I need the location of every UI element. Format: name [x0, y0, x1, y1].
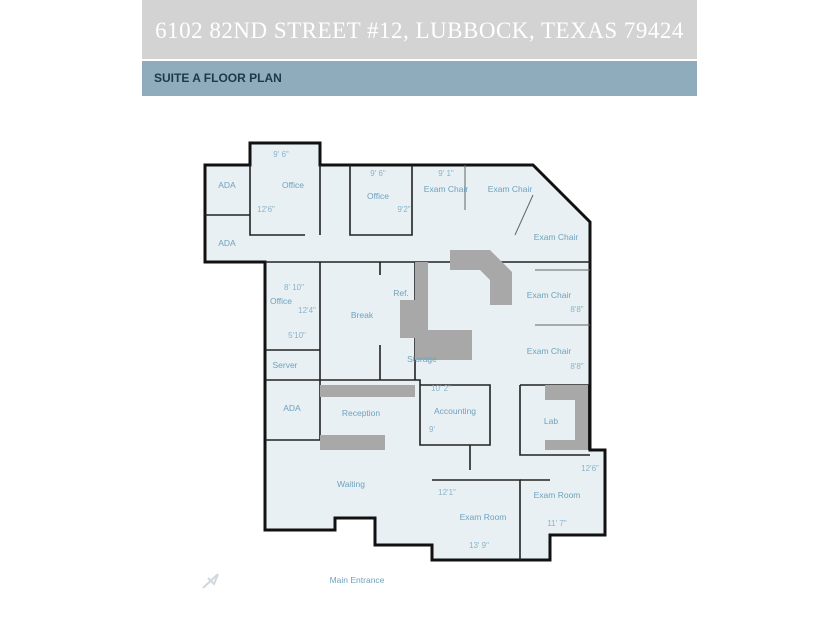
room-label: Waiting: [337, 479, 365, 489]
dimension-label: 9': [429, 425, 435, 434]
dimension-label: 12'6": [257, 205, 275, 214]
room-label: ADA: [283, 403, 301, 413]
room-label: Exam Room: [534, 490, 581, 500]
room-label: Exam Chair: [527, 346, 572, 356]
room-label: Exam Chair: [424, 184, 469, 194]
room-label: Exam Chair: [488, 184, 533, 194]
dimension-label: 11' 7": [547, 519, 567, 528]
room-label: Exam Chair: [534, 232, 579, 242]
floor-outline: [203, 141, 607, 562]
room-label: ADA: [218, 180, 236, 190]
page-title: 6102 82ND STREET #12, LUBBOCK, TEXAS 794…: [142, 0, 697, 59]
room-label: Ref.: [393, 288, 409, 298]
dimension-label: 5'10": [288, 331, 306, 340]
room-label: ADA: [218, 238, 236, 248]
dimension-label: 12'1": [438, 488, 456, 497]
room-label: Exam Room: [460, 512, 507, 522]
partitions: [464, 165, 590, 326]
room-label: Office: [270, 296, 292, 306]
room-label: Lab: [544, 416, 558, 426]
dimension-label: 8' 10": [284, 283, 304, 292]
dimension-label: 8'8": [570, 362, 583, 371]
room-label: Accounting: [434, 406, 476, 416]
room-label: Exam Chair: [527, 290, 572, 300]
room-label: Office: [282, 180, 304, 190]
dimension-label: 12'4": [298, 306, 316, 315]
room-label: Reception: [342, 408, 381, 418]
room-label: Office: [367, 191, 389, 201]
dimension-label: 9' 1": [438, 169, 454, 178]
dimension-label: 9' 6": [370, 169, 386, 178]
room-label: Main Entrance: [330, 575, 385, 585]
north-arrow-icon: [202, 573, 219, 589]
room-label: Storage: [407, 354, 437, 364]
dimension-label: 13' 9": [469, 541, 489, 550]
dimension-label: 9' 6": [273, 150, 289, 159]
dimension-label: 10' 2": [431, 384, 451, 393]
dimension-label: 8'8": [570, 305, 583, 314]
counters: [320, 250, 588, 450]
dimension-label: 12'6": [581, 464, 599, 473]
room-label: Break: [351, 310, 374, 320]
section-title: SUITE A FLOOR PLAN: [142, 61, 697, 96]
dimension-label: 9'2": [397, 205, 410, 214]
room-label: Server: [272, 360, 297, 370]
